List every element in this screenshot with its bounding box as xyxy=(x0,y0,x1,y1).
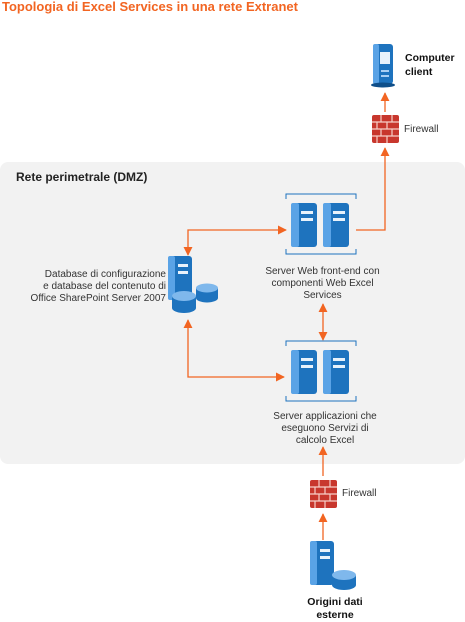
web-server-label-line2: componenti Web Excel xyxy=(271,278,374,289)
database-label-line3: Office SharePoint Server 2007 xyxy=(30,293,166,304)
app-server-label-line3: calcolo Excel xyxy=(295,435,355,446)
app-server-icon xyxy=(285,340,357,402)
connector-db-to-app xyxy=(183,319,285,382)
connector-db-to-web xyxy=(183,225,287,256)
database-label: Database di configurazione e database de… xyxy=(6,269,166,305)
web-server-label-line3: Services xyxy=(303,290,342,301)
diagram-title: Topologia di Excel Services in una rete … xyxy=(2,0,298,14)
external-label: Origini dati esterne xyxy=(292,596,378,622)
web-server-label-line1: Server Web front-end con xyxy=(265,266,380,277)
firewall-bottom-label: Firewall xyxy=(342,488,377,499)
app-server-label: Server applicazioni che eseguono Servizi… xyxy=(255,411,395,447)
dmz-title: Rete perimetrale (DMZ) xyxy=(16,170,148,184)
client-label-line1: Computer xyxy=(405,52,455,64)
database-server-icon xyxy=(168,256,218,313)
client-computer-icon xyxy=(371,44,395,88)
external-data-icon xyxy=(310,541,356,590)
external-label-line1: Origini dati xyxy=(307,596,363,608)
app-server-label-line2: eseguono Servizi di xyxy=(281,423,369,434)
web-server-icon xyxy=(285,193,357,255)
connector-web-to-firewall xyxy=(356,147,390,231)
app-server-label-line1: Server applicazioni che xyxy=(273,411,377,422)
external-label-line2: esterne xyxy=(316,609,354,621)
database-label-line2: e database del contenuto di xyxy=(43,281,166,292)
firewall-top-label: Firewall xyxy=(404,124,439,135)
client-label-line2: client xyxy=(405,66,433,78)
firewall-top-icon xyxy=(372,115,399,143)
dmz-zone xyxy=(0,162,465,464)
firewall-bottom-icon xyxy=(310,480,337,508)
database-label-line1: Database di configurazione xyxy=(44,269,166,280)
web-server-label: Server Web front-end con componenti Web … xyxy=(250,266,395,302)
